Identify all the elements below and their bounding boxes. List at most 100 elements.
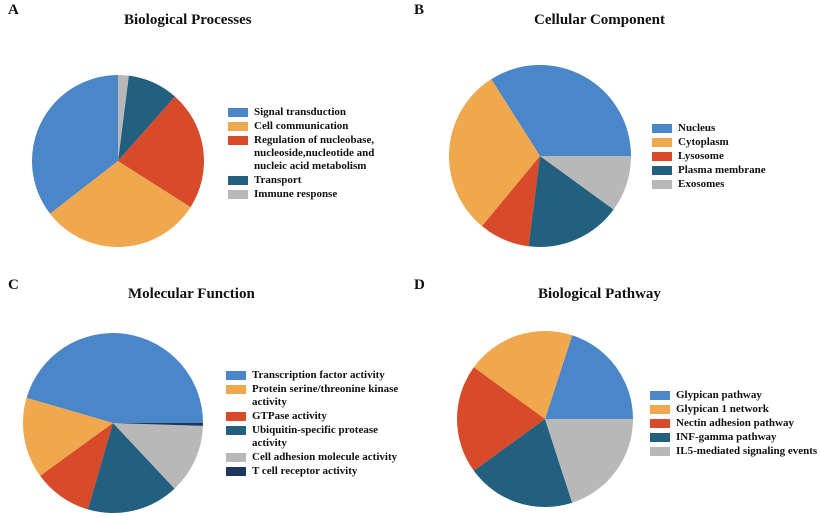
legend-swatch bbox=[226, 412, 246, 421]
legend-label: Cytoplasm bbox=[678, 136, 729, 148]
legend-label: GTPase activity bbox=[252, 410, 327, 422]
pie-panel-biological-processes: A Biological Processes Signal transducti… bbox=[0, 0, 410, 259]
legend-swatch bbox=[226, 453, 246, 462]
legend-swatch bbox=[652, 180, 672, 189]
legend-label: Plasma membrane bbox=[678, 164, 766, 176]
legend-swatch bbox=[228, 108, 248, 117]
pie-slice-2 bbox=[118, 96, 204, 208]
pie-chart bbox=[31, 75, 204, 247]
legend-item: Exosomes bbox=[652, 178, 802, 191]
pie-slice-1 bbox=[50, 161, 191, 247]
legend-swatch bbox=[652, 152, 672, 161]
chart-title: Molecular Function bbox=[128, 286, 255, 302]
legend-item: Cell adhesion molecule activity bbox=[226, 451, 401, 464]
legend-item: Transport bbox=[228, 174, 393, 187]
legend-item: GTPase activity bbox=[226, 410, 401, 423]
pie-chart bbox=[457, 331, 633, 507]
legend-swatch bbox=[226, 385, 246, 394]
legend-swatch bbox=[228, 190, 248, 199]
legend-item: IL5-mediated signaling events bbox=[650, 445, 820, 458]
panel-letter: D bbox=[414, 277, 425, 293]
legend-item: Protein serine/threonine kinase activity bbox=[226, 383, 401, 409]
legend-item: Ubiquitin-specific protease activity bbox=[226, 424, 401, 450]
panel-letter: B bbox=[414, 2, 425, 18]
legend-swatch bbox=[226, 426, 246, 435]
legend-swatch bbox=[228, 176, 248, 185]
legend-label: Immune response bbox=[254, 188, 338, 200]
legend-swatch bbox=[226, 371, 246, 380]
legend-label: Ubiquitin-specific protease activity bbox=[252, 424, 378, 449]
legend-label: Exosomes bbox=[678, 178, 725, 190]
pie-slice-1 bbox=[449, 79, 540, 227]
pie-slice-0 bbox=[26, 333, 204, 423]
legend-item: Immune response bbox=[228, 188, 393, 201]
panel-letter: A bbox=[8, 2, 19, 18]
legend-item: Regulation of nucleobase, nucleoside,nuc… bbox=[228, 134, 393, 173]
legend-label: Nucleus bbox=[678, 122, 716, 134]
legend-item: Signal transduction bbox=[228, 106, 393, 119]
legend-swatch bbox=[650, 433, 670, 442]
pie-panel-molecular-function: C Molecular Function Transcription facto… bbox=[0, 259, 410, 518]
pie-slice-5 bbox=[113, 423, 203, 426]
pie-slice-2 bbox=[481, 156, 540, 247]
legend-label: Transcription factor activity bbox=[252, 369, 385, 381]
legend-swatch bbox=[652, 166, 672, 175]
pie-slice-0 bbox=[545, 335, 633, 419]
chart-title: Biological Pathway bbox=[538, 286, 661, 302]
legend-item: Cytoplasm bbox=[652, 136, 802, 149]
legend-label: Glypican pathway bbox=[676, 389, 762, 401]
pie-slice-4 bbox=[545, 419, 633, 503]
pie-slice-1 bbox=[473, 331, 573, 419]
legend-label: INF-gamma pathway bbox=[676, 431, 777, 443]
legend-item: Cell communication bbox=[228, 120, 393, 133]
pie-slice-3 bbox=[87, 423, 175, 513]
pie-slice-4 bbox=[540, 156, 631, 210]
legend-label: Lysosome bbox=[678, 150, 724, 162]
legend-item: INF-gamma pathway bbox=[650, 431, 820, 444]
legend-swatch bbox=[650, 405, 670, 414]
legend-item: Nectin adhesion pathway bbox=[650, 417, 820, 430]
legend-swatch bbox=[650, 447, 670, 456]
legend-item: Lysosome bbox=[652, 150, 802, 163]
legend-label: Protein serine/threonine kinase activity bbox=[252, 383, 399, 408]
panel-letter: C bbox=[8, 277, 19, 293]
legend-label: Regulation of nucleobase, nucleoside,nuc… bbox=[254, 134, 375, 172]
legend-label: Cell communication bbox=[254, 120, 349, 132]
legend-label: Transport bbox=[254, 174, 302, 186]
pie-slice-3 bbox=[528, 156, 614, 247]
pie-slice-0 bbox=[31, 75, 118, 214]
legend-swatch bbox=[228, 122, 248, 131]
pie-slice-1 bbox=[23, 397, 114, 476]
pie-chart bbox=[23, 333, 204, 513]
legend-label: IL5-mediated signaling events bbox=[676, 445, 818, 457]
legend-swatch bbox=[228, 136, 248, 145]
legend-item: T cell receptor activity bbox=[226, 465, 401, 478]
pie-chart bbox=[449, 65, 631, 247]
pie-slice-4 bbox=[113, 423, 203, 489]
pie-slice-4 bbox=[118, 75, 129, 161]
legend-label: Cell adhesion molecule activity bbox=[252, 451, 398, 463]
chart-title: Biological Processes bbox=[124, 12, 252, 28]
legend-label: T cell receptor activity bbox=[252, 465, 358, 477]
legend-item: Transcription factor activity bbox=[226, 369, 401, 382]
pie-slice-2 bbox=[457, 367, 545, 471]
pie-slice-3 bbox=[118, 75, 175, 161]
legend-label: Glypican 1 network bbox=[676, 403, 769, 415]
legend-item: Nucleus bbox=[652, 122, 802, 135]
pie-slice-2 bbox=[40, 423, 113, 510]
chart-title: Cellular Component bbox=[534, 12, 665, 28]
legend-item: Glypican pathway bbox=[650, 389, 820, 402]
legend-swatch bbox=[650, 419, 670, 428]
legend-swatch bbox=[226, 467, 246, 476]
legend-item: Glypican 1 network bbox=[650, 403, 820, 416]
pie-slice-0 bbox=[491, 65, 631, 156]
legend-label: Signal transduction bbox=[254, 106, 346, 118]
legend-swatch bbox=[650, 391, 670, 400]
legend-label: Nectin adhesion pathway bbox=[676, 417, 794, 429]
